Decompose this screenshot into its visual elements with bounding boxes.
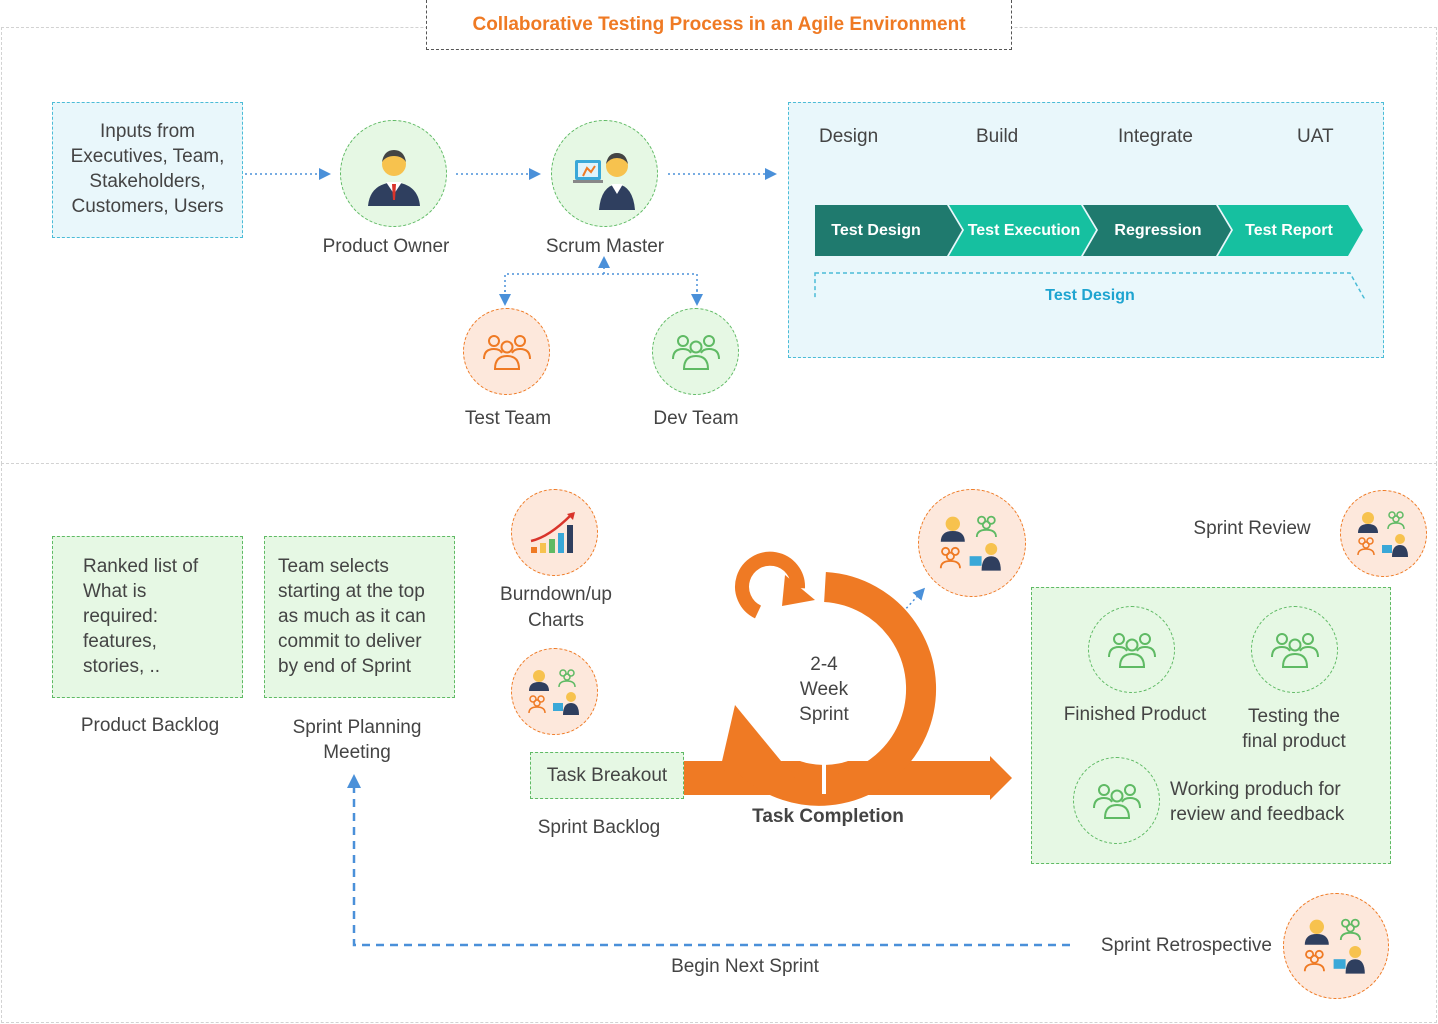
sprint-planning-box: Team selects starting at the top as much… xyxy=(264,536,455,698)
working-product-line: review and feedback xyxy=(1170,804,1345,825)
stage-build: Build xyxy=(976,126,1019,147)
burndown-line: Charts xyxy=(528,610,584,631)
team-icon xyxy=(1107,632,1156,668)
planning-line: as much as it can xyxy=(278,606,426,627)
inputs-line: Inputs from xyxy=(99,121,196,142)
sprint-retrospective-circle xyxy=(1283,893,1389,999)
sprint-review-label: Sprint Review xyxy=(1193,518,1311,539)
presenter-icon xyxy=(572,152,635,210)
planning-line: starting at the top xyxy=(278,581,425,602)
product-owner-circle xyxy=(340,120,447,227)
product-backlog-box: Ranked list of What is required: feature… xyxy=(52,536,243,698)
sprint-retrospective-label: Sprint Retrospective xyxy=(1100,935,1272,956)
businessman-icon xyxy=(367,149,420,206)
backlog-line: What is xyxy=(83,581,147,602)
planning-line: commit to deliver xyxy=(278,631,422,652)
inputs-line: Executives, Team, xyxy=(70,146,225,167)
chevron-regression: Regression xyxy=(1114,221,1202,239)
inputs-line: Customers, Users xyxy=(71,196,224,217)
meeting-icon xyxy=(939,515,1001,571)
task-completion-label: Task Completion xyxy=(752,806,904,827)
inputs-box: Inputs from Executives, Team, Stakeholde… xyxy=(52,102,243,238)
working-product-line: Working produch for xyxy=(1170,779,1341,800)
bottom-panel xyxy=(1,463,1437,1023)
stage-design: Design xyxy=(819,126,879,147)
team-icon xyxy=(1092,783,1141,819)
backlog-line: required: xyxy=(83,606,158,627)
backlog-line: Ranked list of xyxy=(83,556,199,577)
dev-team-circle xyxy=(652,308,739,395)
planning-line: Team selects xyxy=(278,556,389,577)
sprint-cycle-line: 2-4 xyxy=(810,654,838,675)
sprint-planning-label: Sprint Planning Meeting xyxy=(262,715,452,765)
planning-line: by end of Sprint xyxy=(278,656,412,677)
team-icon xyxy=(482,334,531,370)
test-design-bar: Test Design xyxy=(1045,287,1135,304)
sprint-cycle-line: Week xyxy=(799,679,849,700)
meeting-icon xyxy=(1303,918,1365,974)
scrum-master-circle xyxy=(551,120,658,227)
finished-product-circle xyxy=(1088,606,1175,693)
dev-team-label: Dev Team xyxy=(653,408,739,429)
stage-integrate: Integrate xyxy=(1118,126,1193,147)
product-backlog-label: Product Backlog xyxy=(80,715,220,736)
sprint-review-circle xyxy=(1340,490,1427,577)
testing-final-line: Testing the xyxy=(1248,706,1340,727)
burndown-line: Burndown/up xyxy=(500,584,612,605)
bar-chart-icon xyxy=(530,511,575,553)
product-owner-label: Product Owner xyxy=(322,236,450,257)
page-title: Collaborative Testing Process in an Agil… xyxy=(426,0,1012,50)
chevron-test-execution: Test Execution xyxy=(967,221,1081,239)
task-breakout-box: Task Breakout xyxy=(530,752,684,799)
working-product-label: Working produch for review and feedback xyxy=(1170,777,1344,827)
sprint-cycle-label: 2-4 Week Sprint xyxy=(774,652,874,727)
burndown-circle xyxy=(511,489,598,576)
daily-scrum-circle xyxy=(918,489,1026,597)
stage-uat: UAT xyxy=(1297,126,1334,147)
backlog-line: stories, .. xyxy=(83,656,161,677)
team-icon xyxy=(1270,632,1319,668)
sprint-backlog-label: Sprint Backlog xyxy=(537,817,661,838)
test-team-circle xyxy=(463,308,550,395)
team-meeting-circle xyxy=(511,648,598,735)
testing-final-circle xyxy=(1251,606,1338,693)
task-breakout-label: Task Breakout xyxy=(546,765,668,786)
sprint-planning-line: Meeting xyxy=(323,742,391,763)
testing-final-line: final product xyxy=(1242,731,1346,752)
inputs-line: Stakeholders, xyxy=(89,171,206,192)
backlog-line: features, xyxy=(83,631,157,652)
sprint-cycle-line: Sprint xyxy=(799,704,849,725)
scrum-master-label: Scrum Master xyxy=(545,236,665,257)
finished-product-label: Finished Product xyxy=(1063,704,1207,725)
chevron-test-report: Test Report xyxy=(1245,221,1333,239)
chevron-shapes xyxy=(814,205,1365,300)
working-product-circle xyxy=(1073,757,1160,844)
meeting-icon xyxy=(1356,510,1408,557)
test-team-label: Test Team xyxy=(464,408,552,429)
begin-next-sprint-label: Begin Next Sprint xyxy=(671,956,819,977)
burndown-label: Burndown/up Charts xyxy=(480,582,632,634)
meeting-icon xyxy=(527,668,579,715)
testing-final-label: Testing the final product xyxy=(1214,704,1374,754)
team-icon xyxy=(671,334,720,370)
sprint-planning-line: Sprint Planning xyxy=(292,717,422,738)
chevron-test-design: Test Design xyxy=(831,221,921,239)
